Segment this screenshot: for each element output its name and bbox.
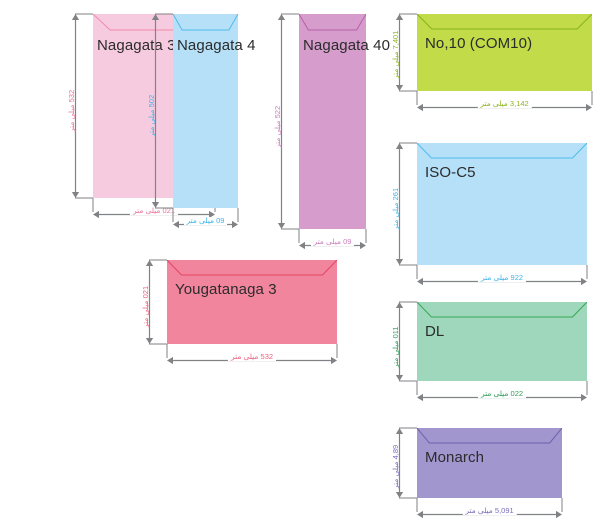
width-dimension-yougatanaga-3 [167,354,337,367]
envelope-body-yougatanaga-3 [167,260,337,344]
envelope-name-dl: DL [425,323,445,340]
height-tick-bottom-no10-com10 [399,90,417,92]
envelope-monarch [417,428,562,498]
height-dimension-nagagata-3 [69,14,82,198]
envelope-body-dl [417,302,587,381]
height-tick-bottom-dl [399,380,417,382]
width-dimension-no10-com10 [417,101,592,114]
height-tick-top-no10-com10 [399,13,417,15]
height-label-iso-c5: 162 میلی متر [391,187,400,230]
width-tick-left-yougatanaga-3 [166,344,168,358]
width-dimension-nagagata-3 [93,208,215,221]
width-tick-left-nagagata-40 [298,229,300,243]
envelope-body-no10-com10 [417,14,592,91]
envelope-name-nagagata-40: Nagagata 40 [303,37,391,54]
width-tick-right-no10-com10 [591,91,593,105]
width-tick-right-nagagata-40 [365,229,367,243]
width-tick-left-iso-c5 [416,265,418,279]
width-label-iso-c5: 229 میلی متر [477,274,527,282]
height-label-nagagata-3: 235 میلی متر [67,89,76,132]
width-dimension-dl [417,391,587,404]
height-label-dl: 110 میلی متر [391,325,400,368]
height-tick-top-monarch [399,427,417,429]
width-tick-left-monarch [416,498,418,512]
width-dimension-iso-c5 [417,275,587,288]
height-dimension-yougatanaga-3 [143,260,156,344]
envelope-no10-com10 [417,14,592,91]
height-dimension-iso-c5 [393,143,406,265]
envelope-name-iso-c5: ISO-C5 [425,164,476,181]
envelope-name-yougatanaga-3: Yougatanaga 3 [175,281,277,298]
height-tick-top-nagagata-40 [281,13,299,15]
width-label-yougatanaga-3: 235 میلی متر [227,353,277,361]
height-tick-bottom-iso-c5 [399,264,417,266]
height-tick-top-yougatanaga-3 [149,259,167,261]
height-label-yougatanaga-3: 120 میلی متر [141,285,150,328]
height-tick-bottom-monarch [399,497,417,499]
height-tick-bottom-nagagata-3 [75,197,93,199]
height-label-no10-com10: 104,7 میلی متر [391,30,400,79]
envelope-dl [417,302,587,381]
height-dimension-nagagata-4 [149,14,162,208]
height-tick-top-iso-c5 [399,142,417,144]
envelope-name-nagagata-3: Nagagata 3 [97,37,176,54]
envelope-body-nagagata-4 [173,14,238,208]
width-dimension-nagagata-4 [173,218,238,231]
height-dimension-monarch [393,428,406,498]
width-label-nagagata-40: 90 میلی متر [310,238,355,246]
width-tick-right-iso-c5 [586,265,588,279]
width-tick-right-dl [586,381,588,395]
width-tick-left-dl [416,381,418,395]
envelope-nagagata-4 [173,14,238,208]
width-label-nagagata-3: 120 میلی متر [129,207,179,215]
envelope-name-no10-com10: No,10 (COM10) [425,35,533,52]
width-label-monarch: 190,5 میلی متر [462,507,517,515]
width-tick-left-no10-com10 [416,91,418,105]
envelope-yougatanaga-3 [167,260,337,344]
envelope-body-iso-c5 [417,143,587,265]
height-tick-bottom-nagagata-40 [281,228,299,230]
width-dimension-monarch [417,508,562,521]
height-label-monarch: 98,4 میلی متر [391,444,400,489]
height-tick-top-nagagata-3 [75,13,93,15]
envelope-body-nagagata-40 [299,14,366,229]
width-label-nagagata-4: 90 میلی متر [183,217,228,225]
width-dimension-nagagata-40 [299,239,366,252]
width-tick-right-yougatanaga-3 [336,344,338,358]
envelope-name-monarch: Monarch [425,449,485,466]
height-label-nagagata-4: 205 میلی متر [147,94,156,137]
height-dimension-no10-com10 [393,14,406,91]
height-label-nagagata-40: 225 میلی متر [273,105,282,148]
width-tick-left-nagagata-4 [172,208,174,222]
height-tick-top-dl [399,301,417,303]
envelope-name-nagagata-4: Nagagata 4 [177,37,256,54]
width-tick-right-monarch [561,498,563,512]
width-tick-left-nagagata-3 [92,198,94,212]
height-tick-bottom-yougatanaga-3 [149,343,167,345]
envelope-iso-c5 [417,143,587,265]
width-tick-right-nagagata-4 [237,208,239,222]
height-dimension-nagagata-40 [275,14,288,229]
width-label-dl: 220 میلی متر [477,390,527,398]
height-tick-bottom-nagagata-4 [155,207,173,209]
height-dimension-dl [393,302,406,381]
height-tick-top-nagagata-4 [155,13,173,15]
envelope-nagagata-40 [299,14,366,229]
width-label-no10-com10: 241,3 میلی متر [477,100,532,108]
